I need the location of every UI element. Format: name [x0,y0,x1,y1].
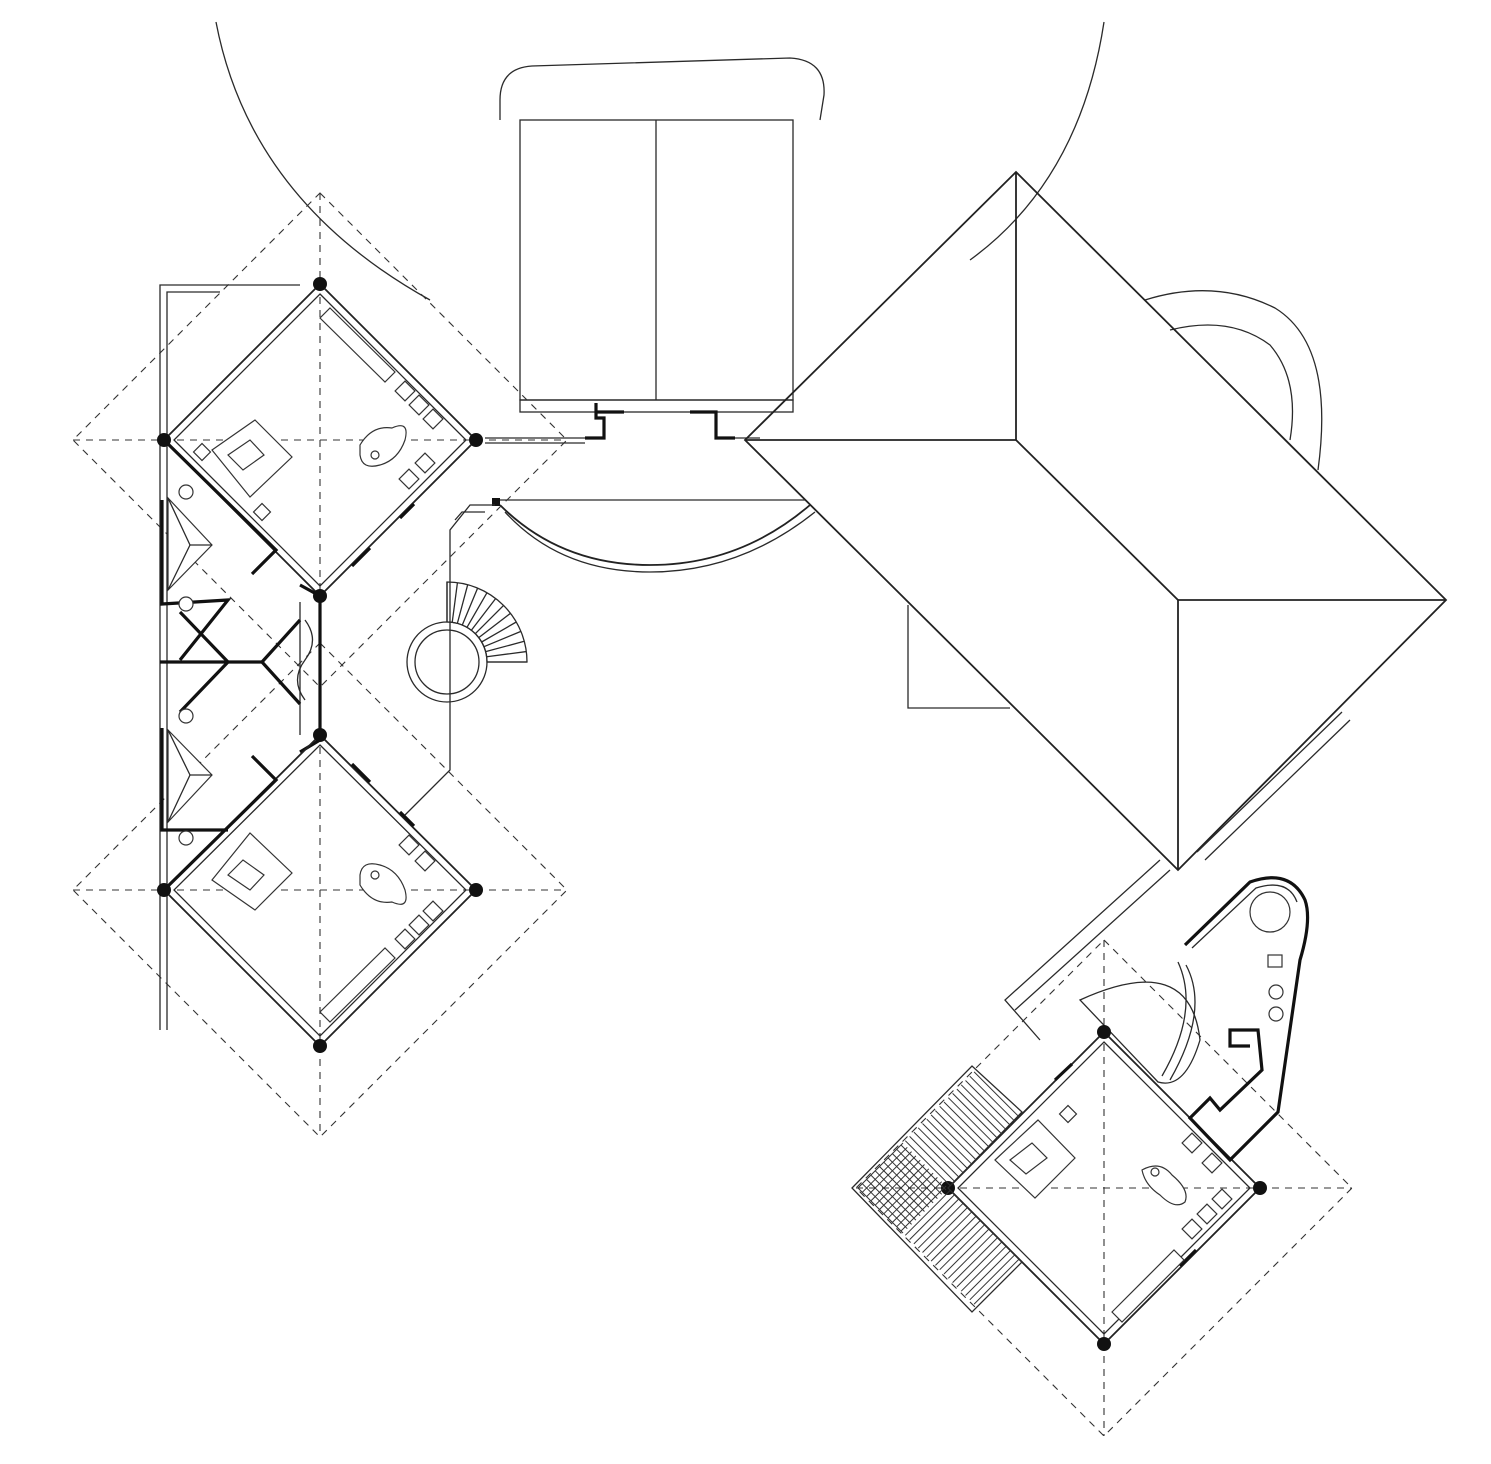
deck-board [952,1093,998,1139]
deck-board [960,1245,1007,1292]
deck-board [935,1110,981,1156]
stair-tread [456,584,469,624]
deck-board [930,1215,977,1262]
deck-board [965,1250,1011,1296]
wood-deck [851,1065,1023,1313]
deck-board [917,1202,964,1249]
deck-board [930,1114,977,1161]
deck-board [909,1194,955,1240]
deck-board [922,1123,968,1169]
deck-board [900,1185,947,1232]
deck-board [857,1187,904,1234]
spiral-stair [406,581,528,703]
deck-board [896,1181,943,1228]
deck-board [904,1140,951,1187]
deck-board [969,1075,1016,1122]
deck-board [956,1088,1003,1135]
guest-room-lower [157,728,483,1053]
stair-tread [485,640,525,653]
deck-board [973,1258,1020,1305]
link-corridor [404,504,495,816]
deck-board [861,1146,908,1193]
stair-tread [470,598,497,631]
deck-board [874,1159,921,1206]
deck-board [887,1172,934,1219]
deck-board [947,1232,994,1279]
deck-board [913,1198,960,1245]
deck-board [952,1237,998,1283]
guest-room-lower-furniture [167,708,444,1023]
master-suite [941,876,1310,1351]
deck-board [917,1127,964,1174]
deck-board [926,1118,973,1165]
deck-board [973,1071,1020,1118]
deck-board [879,1166,925,1212]
deck-board [883,1168,930,1215]
deck-board [960,1084,1007,1131]
deck-board [935,1220,981,1266]
deck-board [892,1177,938,1223]
garage-entry-walls [485,403,760,444]
deck-board [939,1105,986,1152]
curved-gallery [492,498,816,573]
deck-board [879,1164,925,1210]
guest-room-upper-furniture [167,307,444,612]
deck-board [866,1179,912,1225]
deck-board [861,1183,908,1230]
deck-board [892,1153,938,1199]
deck-board [870,1174,917,1221]
deck-board [883,1161,930,1208]
stair-tread [483,630,522,648]
deck-board [857,1142,904,1189]
deck-board [926,1211,973,1258]
stair-tread [451,582,459,623]
stair-tread [461,587,479,626]
deck-board [896,1148,943,1195]
structural-grid-master [855,939,1353,1437]
deck-board [904,1189,951,1236]
left-wing-terrace [159,284,300,1030]
stair-tread [478,612,511,639]
stair-tread [474,604,505,635]
stair-tread [466,592,488,628]
entry-court-arc [215,21,1105,301]
deck-board [943,1101,990,1148]
main-house-roof [743,170,1448,872]
deck-board [887,1157,934,1204]
stair-tread [481,621,517,643]
deck-board [913,1131,960,1178]
deck-board [965,1080,1011,1126]
deck-board [969,1254,1016,1301]
stair-tread [486,650,527,658]
master-suite-furniture [994,1104,1233,1323]
bath-partition [160,610,302,714]
deck-board [900,1144,947,1191]
deck-board [922,1207,968,1253]
deck-board [866,1151,912,1197]
master-suite-link [1004,859,1171,1041]
structural-grid-upper [72,192,568,688]
deck-board [870,1155,917,1202]
guest-room-upper [157,277,483,754]
deck-board [939,1224,986,1271]
garage-block [499,57,825,413]
deck-board [943,1228,990,1275]
deck-board [947,1097,994,1144]
deck-board [909,1136,955,1182]
deck-board [874,1170,921,1217]
deck-board [956,1241,1003,1288]
